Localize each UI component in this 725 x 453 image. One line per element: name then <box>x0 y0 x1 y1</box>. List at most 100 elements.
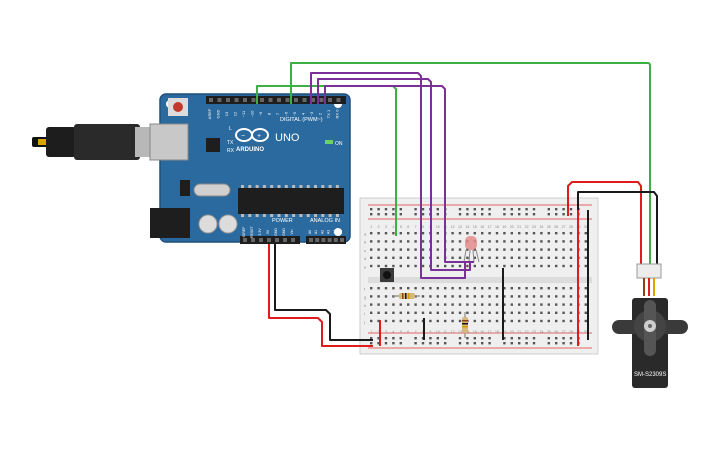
power-pin-hole[interactable] <box>259 238 263 242</box>
svg-text:17: 17 <box>488 330 492 334</box>
svg-text:7: 7 <box>415 225 417 229</box>
svg-text:13: 13 <box>458 225 462 229</box>
svg-text:15: 15 <box>473 330 477 334</box>
svg-text:11: 11 <box>443 330 447 334</box>
digital-pin-hole[interactable] <box>285 98 290 102</box>
push-button[interactable] <box>380 268 394 282</box>
svg-text:f: f <box>364 287 366 292</box>
svg-text:22: 22 <box>525 330 529 334</box>
usb-cable <box>32 124 165 160</box>
svg-text:16: 16 <box>480 225 484 229</box>
analog-pin-label: A5 <box>339 230 343 234</box>
digital-header <box>206 96 346 104</box>
analog-pin-label: A2 <box>320 230 324 234</box>
digital-pin-label: TX 1 <box>326 109 331 118</box>
digital-pin-hole[interactable] <box>217 98 222 102</box>
digital-pin-hole[interactable] <box>311 98 315 102</box>
svg-text:5: 5 <box>400 225 402 229</box>
wire-purple-3[interactable] <box>324 85 474 263</box>
svg-text:4: 4 <box>392 330 394 334</box>
svg-text:17: 17 <box>488 225 492 229</box>
svg-text:18: 18 <box>495 225 499 229</box>
digital-pin-label: ~9 <box>258 111 263 116</box>
svg-text:9: 9 <box>429 330 431 334</box>
svg-text:4: 4 <box>392 225 394 229</box>
analog-pin-hole[interactable] <box>315 238 320 242</box>
svg-text:7: 7 <box>415 330 417 334</box>
servo-label: SM-S2309S <box>634 372 666 378</box>
svg-text:15: 15 <box>473 225 477 229</box>
wire-green-servo[interactable] <box>290 62 651 268</box>
digital-pin-hole[interactable] <box>277 98 281 102</box>
rgb-led[interactable] <box>463 236 480 263</box>
analog-pin-hole[interactable] <box>321 238 326 242</box>
digital-pin-hole[interactable] <box>319 98 324 102</box>
digital-pin-hole[interactable] <box>302 98 307 102</box>
power-pin-label: IOREF <box>242 227 246 238</box>
svg-text:12: 12 <box>451 330 455 334</box>
digital-pin-hole[interactable] <box>243 98 247 102</box>
digital-pin-hole[interactable] <box>209 98 213 102</box>
digital-pin-hole[interactable] <box>294 98 298 102</box>
digital-pin-hole[interactable] <box>260 98 264 102</box>
wire-red-servo[interactable] <box>567 181 642 268</box>
svg-text:6: 6 <box>407 225 409 229</box>
svg-text:i: i <box>364 311 365 316</box>
svg-text:30: 30 <box>584 225 588 229</box>
svg-text:20: 20 <box>510 225 514 229</box>
svg-text:14: 14 <box>465 225 469 229</box>
svg-text:21: 21 <box>517 225 521 229</box>
digital-pin-hole[interactable] <box>234 98 239 102</box>
center-channel <box>368 277 592 283</box>
wire-purple-1[interactable] <box>310 72 466 279</box>
svg-text:10: 10 <box>436 225 440 229</box>
power-pin-label: GND <box>274 228 278 236</box>
analog-pin-hole[interactable] <box>340 238 344 242</box>
servo-motor[interactable]: SM-S2309S <box>612 263 688 388</box>
rx-label: RX <box>227 148 235 154</box>
digital-pin-hole[interactable] <box>251 98 256 102</box>
resistor-1 <box>393 293 420 299</box>
svg-text:23: 23 <box>532 225 536 229</box>
power-pin-hole[interactable] <box>275 238 279 242</box>
digital-pin-hole[interactable] <box>336 98 341 102</box>
wire-purple-2[interactable] <box>317 78 471 271</box>
wire-red-5v[interactable] <box>268 244 373 347</box>
digital-pin-label: ~10 <box>250 110 255 118</box>
model-label: UNO <box>275 132 300 144</box>
digital-pin-label: RX 0 <box>335 109 340 119</box>
power-pin-label: RESET <box>250 225 254 238</box>
svg-text:26: 26 <box>554 225 558 229</box>
digital-pin-hole[interactable] <box>328 98 332 102</box>
digital-pin-label: 7 <box>275 112 280 115</box>
power-pin-hole[interactable] <box>267 238 271 242</box>
power-pin-hole[interactable] <box>243 238 247 242</box>
svg-text:18: 18 <box>495 330 499 334</box>
digital-pin-hole[interactable] <box>268 98 273 102</box>
svg-text:3: 3 <box>385 330 387 334</box>
svg-text:d: d <box>364 256 366 261</box>
brand-label: ARDUINO <box>236 147 264 153</box>
on-led <box>325 140 333 144</box>
svg-text:19: 19 <box>502 330 506 334</box>
svg-text:g: g <box>364 295 366 300</box>
svg-text:3: 3 <box>385 225 387 229</box>
analog-pin-hole[interactable] <box>327 238 332 242</box>
analog-pin-hole[interactable] <box>333 238 338 242</box>
svg-text:27: 27 <box>562 330 566 334</box>
wire-black-gnd[interactable] <box>274 244 373 341</box>
digital-pin-label: 12 <box>233 111 238 116</box>
wire-black-servo[interactable] <box>577 191 658 268</box>
power-pin-hole[interactable] <box>283 238 287 242</box>
digital-pin-hole[interactable] <box>226 98 230 102</box>
svg-text:19: 19 <box>502 225 506 229</box>
analog-pin-hole[interactable] <box>309 238 313 242</box>
svg-text:27: 27 <box>562 225 566 229</box>
power-pin-hole[interactable] <box>291 238 295 242</box>
analog-pin-label: A1 <box>314 230 318 234</box>
power-pin-hole[interactable] <box>251 238 255 242</box>
wires <box>256 62 658 347</box>
svg-text:24: 24 <box>539 330 543 334</box>
svg-text:10: 10 <box>436 330 440 334</box>
